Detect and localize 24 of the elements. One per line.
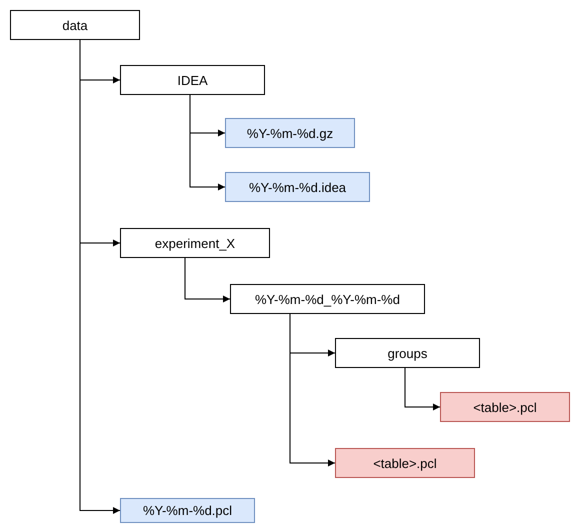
folder-label: <table>.pcl <box>373 456 437 470</box>
folder-label: %Y-%m-%d.pcl <box>142 503 232 518</box>
folder-box <box>335 448 475 478</box>
folder-label: %Y-%m-%d.gz <box>246 126 334 140</box>
folder-box <box>120 228 270 258</box>
folder-label: %Y-%m-%d.idea <box>248 180 346 194</box>
folder-box <box>120 65 265 95</box>
folder-label: IDEA <box>177 72 208 88</box>
arrow <box>184 258 230 302</box>
folder-label: groups <box>388 346 428 360</box>
folder-label: <table>.pcl <box>473 400 537 414</box>
folder-box <box>225 172 370 202</box>
arrow <box>290 314 336 466</box>
folder-label: data <box>62 18 88 32</box>
arrow <box>404 368 440 410</box>
folder-box <box>230 284 425 314</box>
folder-box <box>440 392 570 422</box>
folder-box <box>225 118 355 148</box>
folder-label: %Y-%m-%d_%Y-%m-%d <box>255 292 400 306</box>
folder-label: experiment_X <box>154 236 236 250</box>
arrow <box>190 94 226 190</box>
folder-box <box>335 338 480 368</box>
folder-box <box>120 498 255 523</box>
folder-box <box>10 10 140 40</box>
